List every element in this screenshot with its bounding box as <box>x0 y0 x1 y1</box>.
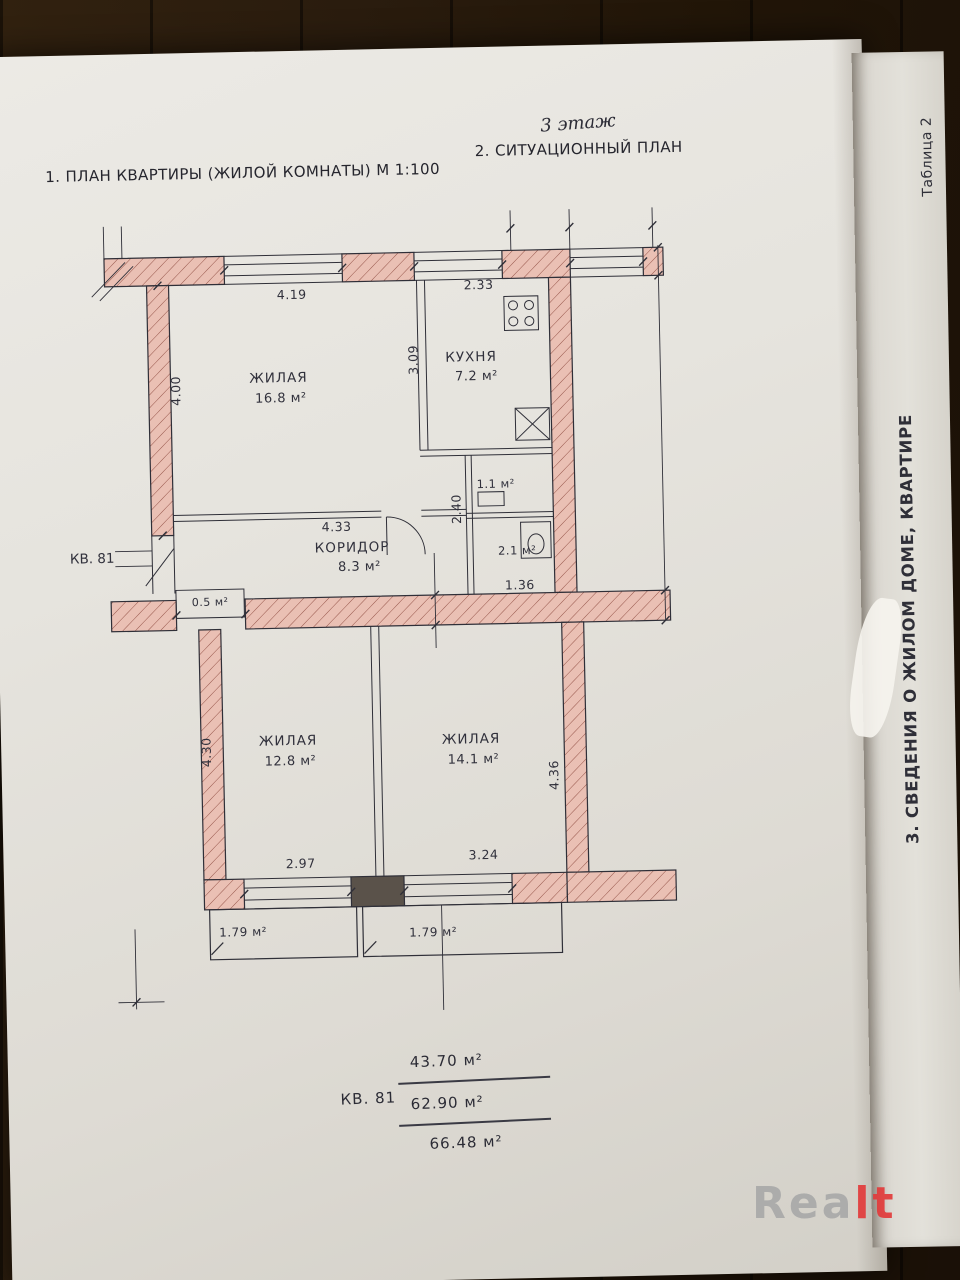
summary-line3: 66.48 м² <box>429 1132 503 1153</box>
vent-shaft <box>514 407 551 441</box>
dim-living2-width: 2.97 <box>285 855 316 872</box>
room-corridor-name: КОРИДОР <box>314 538 390 557</box>
kitchen-stove <box>503 295 540 332</box>
document-page: 1. ПЛАН КВАРТИРЫ (ЖИЛОЙ КОМНАТЫ) М 1:100… <box>0 38 888 1280</box>
balcony-left-area: 1.79 м² <box>218 924 268 940</box>
apartment-number-label: КВ. 81 <box>69 550 115 568</box>
room-wc-area: 2.1 м² <box>497 542 537 558</box>
dim-living1-depth: 4.00 <box>167 375 184 406</box>
dimension-ticks <box>132 220 671 1007</box>
axis-lines <box>91 207 667 1010</box>
dim-living3-depth: 4.36 <box>546 759 562 791</box>
balconies <box>208 901 564 961</box>
room-living1-area: 16.8 м² <box>254 390 307 407</box>
dim-corridor-width: 4.33 <box>321 518 352 535</box>
realt-watermark: Realt <box>752 1178 897 1229</box>
dim-kitchen-depth: 3.09 <box>405 344 421 376</box>
windows <box>223 247 644 910</box>
floorplan-drawing <box>91 207 678 1010</box>
room-corridor-area: 8.3 м² <box>337 559 382 576</box>
dim-living2-depth: 4.30 <box>198 737 215 768</box>
watermark-gray-part: Rea <box>752 1178 855 1229</box>
summary-line1: 43.70 м² <box>409 1050 484 1072</box>
room-living2-area: 12.8 м² <box>264 753 317 770</box>
room-kitchen-name: КУХНЯ <box>445 348 498 366</box>
room-living1-name: ЖИЛАЯ <box>249 369 308 387</box>
table-label: Таблица 2 <box>918 116 937 197</box>
watermark-red-part: lt <box>854 1178 897 1229</box>
dim-wc-width: 1.36 <box>504 576 535 593</box>
room-living2-name: ЖИЛАЯ <box>258 732 318 750</box>
room-living3-name: ЖИЛАЯ <box>441 730 501 748</box>
bath-sink <box>477 491 505 507</box>
room-lobby-area: 0.5 м² <box>191 595 229 610</box>
summary-apartment-label: КВ. 81 <box>340 1088 397 1109</box>
dim-living3-width: 3.24 <box>468 846 499 863</box>
interior-walls <box>145 280 554 877</box>
room-living3-area: 14.1 м² <box>447 751 500 768</box>
balcony-right-area: 1.79 м² <box>409 924 458 940</box>
toilet <box>520 521 552 559</box>
room-bath-area: 1.1 м² <box>476 476 515 492</box>
dim-top-window-right: 2.33 <box>463 276 494 293</box>
dim-wc-depth: 2.40 <box>448 493 465 525</box>
dim-top-window-left: 4.19 <box>276 286 307 303</box>
summary-line2: 62.90 м² <box>410 1092 485 1114</box>
room-kitchen-area: 7.2 м² <box>454 368 499 385</box>
outer-walls <box>103 246 678 911</box>
section3-title: 3. СВЕДЕНИЯ О ЖИЛОМ ДОМЕ, КВАРТИРЕ <box>895 413 923 845</box>
